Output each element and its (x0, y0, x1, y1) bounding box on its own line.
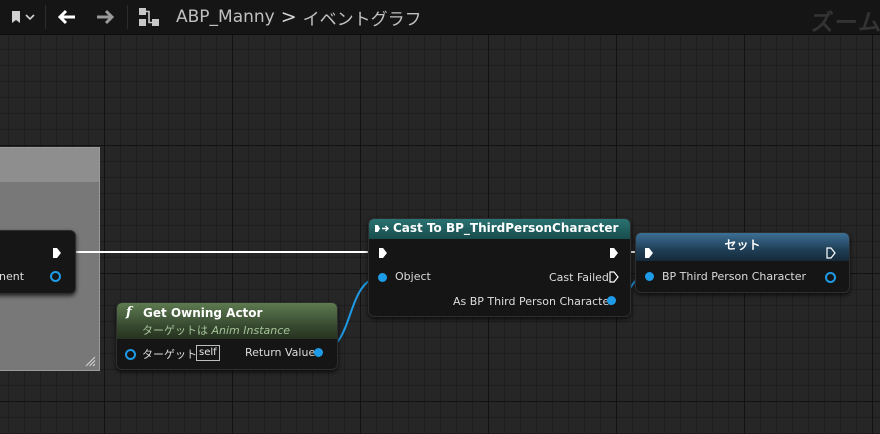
comment-title-bar[interactable] (0, 148, 99, 182)
target-pin-label: ターゲット (142, 348, 197, 361)
exec-input-pin[interactable] (378, 247, 388, 259)
breadcrumb: ABP_Manny > イベントグラフ (176, 5, 422, 30)
bookmark-button[interactable] (4, 0, 42, 34)
set-variable-node[interactable]: セット BP Third Person Character (635, 232, 850, 293)
breadcrumb-graph[interactable]: イベントグラフ (302, 9, 422, 30)
graph-toolbar: ABP_Manny > イベントグラフ ズーム (0, 0, 880, 36)
node-header[interactable]: f Get Owning Actor ターゲットは Anim Instance (117, 303, 337, 339)
breadcrumb-asset[interactable]: ABP_Manny (176, 7, 275, 27)
object-pin-label: Object (395, 270, 431, 283)
exec-output-pin[interactable] (826, 247, 836, 259)
cast-failed-exec-pin[interactable] (609, 271, 619, 283)
toolbar-separator (127, 5, 128, 29)
back-button[interactable] (52, 0, 82, 34)
variable-input-pin[interactable] (645, 272, 654, 281)
object-input-pin[interactable] (378, 273, 387, 282)
cast-icon (375, 225, 389, 232)
as-character-label: As BP Third Person Character (453, 295, 614, 308)
cast-to-node[interactable]: Cast To BP_ThirdPersonCharacter Object C… (368, 218, 631, 317)
subtitle-prefix: ターゲットは (142, 324, 212, 337)
exec-output-pin[interactable] (609, 247, 619, 259)
node-title: Get Owning Actor (143, 306, 263, 320)
subtitle-class: Anim Instance (211, 324, 291, 337)
back-arrow-icon (57, 9, 75, 25)
forward-button[interactable] (90, 0, 120, 34)
self-default-value[interactable]: self (196, 345, 220, 361)
cast-failed-label: Cast Failed (549, 271, 609, 284)
as-character-output-pin[interactable] (607, 296, 616, 305)
node-title: Cast To BP_ThirdPersonCharacter (393, 221, 619, 235)
exec-input-pin[interactable] (644, 247, 654, 259)
get-owning-actor-node[interactable]: f Get Owning Actor ターゲットは Anim Instance … (116, 302, 338, 370)
output-pin-label: nent (0, 270, 25, 283)
node-title: セット (724, 238, 761, 252)
node-header[interactable]: Cast To BP_ThirdPersonCharacter (369, 219, 630, 239)
object-output-pin[interactable] (50, 271, 61, 282)
target-input-pin[interactable] (125, 349, 136, 360)
node-header[interactable]: セット (636, 233, 849, 261)
function-icon: f (126, 305, 132, 320)
forward-arrow-icon (97, 9, 115, 25)
partial-event-node[interactable]: nent (0, 230, 76, 294)
return-value-pin[interactable] (314, 348, 323, 357)
resize-grip-icon[interactable] (85, 356, 96, 367)
toolbar-separator (45, 5, 46, 29)
bookmark-icon (12, 11, 35, 23)
node-subtitle: ターゲットは Anim Instance (142, 322, 290, 338)
breadcrumb-separator: > (280, 6, 297, 28)
variable-pin-label: BP Third Person Character (662, 270, 806, 283)
variable-output-pin[interactable] (825, 272, 836, 283)
return-value-label: Return Value (245, 346, 316, 359)
graph-type-button[interactable] (134, 0, 164, 34)
zoom-label: ズーム (810, 10, 880, 36)
exec-output-pin[interactable] (52, 247, 62, 259)
blueprint-graph-icon (139, 8, 159, 26)
